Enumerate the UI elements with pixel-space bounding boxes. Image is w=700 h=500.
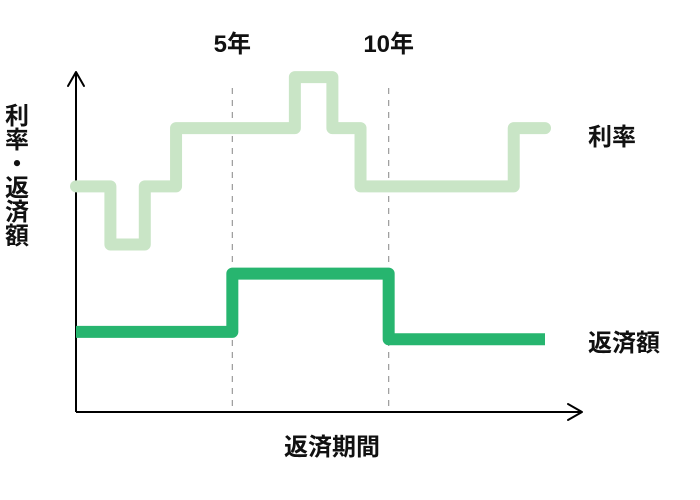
axes-layer [67,71,583,421]
series-layer [70,71,551,346]
x-axis-label: 返済期間 [284,434,380,461]
guides-layer [231,88,390,412]
series-label-rate: 利率 [588,124,636,151]
y-axis-arrow-icon [67,71,85,87]
series-label-payment: 返済額 [588,330,660,357]
series-line-rate [70,71,551,251]
y-axis-label: 利率・返済額 [1,103,29,247]
x-tick-label-2: 10年 [363,31,414,58]
x-axis-arrow-icon [567,403,583,421]
x-tick-label-1: 5年 [214,31,251,58]
series-line-payment [76,267,545,346]
